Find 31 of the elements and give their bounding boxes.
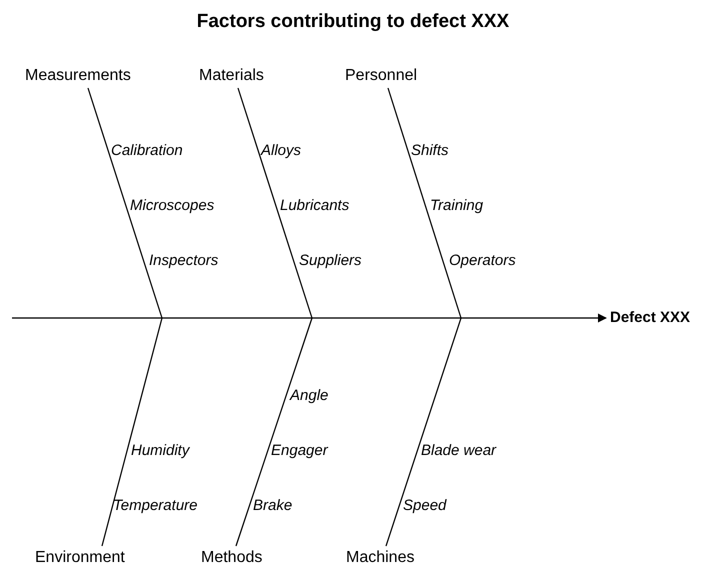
cause-label: Humidity [131,441,190,461]
cause-label: Angle [290,386,328,406]
diagram-title: Factors contributing to defect XXX [196,12,510,32]
spine-arrow [12,314,607,322]
bone-line [235,318,313,546]
bone-line [385,318,462,546]
category-label: Machines [346,548,414,567]
cause-label: Temperature [113,496,198,516]
cause-label: Engager [271,441,328,461]
effect-label: Defect XXX [610,308,690,328]
bone-line [387,88,462,318]
cause-label: Calibration [111,141,183,161]
cause-label: Alloys [261,141,302,161]
bone-line [87,88,163,318]
category-label: Measurements [25,66,131,86]
category-label: Environment [35,548,125,567]
bone-line [237,88,313,318]
category-label: Personnel [345,66,418,86]
cause-label: Lubricants [280,196,350,216]
cause-label: Brake [253,496,292,516]
cause-label: Speed [403,496,446,516]
category-label: Methods [201,548,262,567]
cause-label: Training [430,196,484,216]
cause-label: Operators [449,251,516,271]
cause-label: Suppliers [299,251,362,271]
cause-label: Inspectors [149,251,218,271]
cause-label: Blade wear [421,441,496,461]
category-label: Materials [199,66,264,86]
bone-line [101,318,163,546]
cause-label: Shifts [411,141,449,161]
cause-label: Microscopes [130,196,214,216]
